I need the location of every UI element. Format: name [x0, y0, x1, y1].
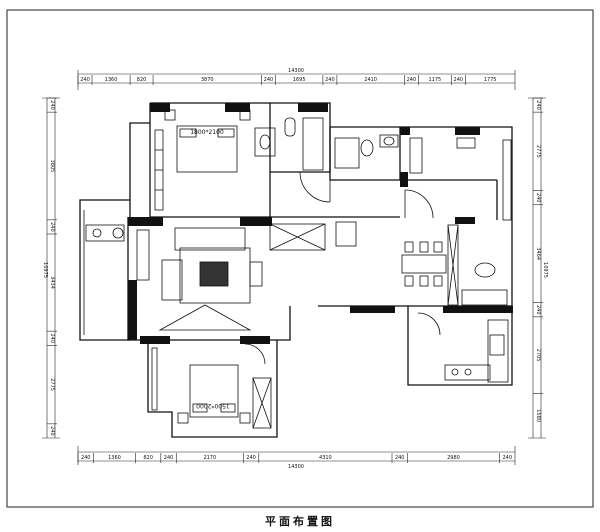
- top-segment-dim: 240: [325, 77, 335, 83]
- bottom-segment-dim: 1360: [108, 455, 121, 461]
- left-segment-dim: 3434: [49, 276, 55, 289]
- top-segment-dim: 240: [264, 77, 274, 83]
- wall-blocks: [128, 103, 513, 344]
- bottom-segment-dim: 240: [503, 455, 513, 461]
- top-total-dim: 14300: [288, 68, 304, 74]
- bottom-segment-dim: 2980: [447, 455, 460, 461]
- top-segment-dim: 240: [407, 77, 417, 83]
- bottom-segment-dim: 240: [246, 455, 256, 461]
- bed-top-label: 1800*2100: [190, 129, 224, 136]
- top-segment-dim: 2410: [364, 77, 377, 83]
- bottom-segment-dim: 240: [81, 455, 91, 461]
- kitchen: [417, 312, 509, 383]
- living-room: [136, 221, 357, 331]
- bottom-segment-dim: 4310: [319, 455, 332, 461]
- study-room: [404, 137, 512, 221]
- left-segment-dim: 240: [49, 426, 55, 436]
- top-segment-dim: 1775: [484, 77, 497, 83]
- top-segment-dim: 240: [80, 77, 90, 83]
- right-segment-dim: 2705: [535, 349, 541, 362]
- right-segment-dim: 3464: [535, 247, 541, 260]
- bottom-total-dim: 14300: [288, 464, 304, 470]
- bottom-segment-dim: 240: [395, 455, 405, 461]
- plan-title: 平面布置图: [265, 515, 335, 528]
- bottom-segment-dim: 820: [143, 455, 153, 461]
- bathrooms: [254, 117, 423, 203]
- left-segment-dim: 2775: [49, 378, 55, 391]
- top-segment-dim: 1175: [428, 77, 441, 83]
- dining-area: [401, 224, 508, 306]
- left-segment-dim: 3805: [49, 160, 55, 173]
- second-bedroom: [151, 343, 272, 429]
- right-total-dim: 10975: [542, 262, 548, 278]
- right-segment-dim: 1580: [535, 409, 541, 422]
- right-segment-dim: 240: [535, 305, 541, 315]
- bed-bottom-label: 1500*2000: [196, 402, 230, 409]
- top-segment-dim: 3870: [201, 77, 214, 83]
- left-segment-dim: 240: [49, 333, 55, 343]
- right-segment-dim: 2775: [535, 145, 541, 158]
- left-segment-dim: 240: [49, 222, 55, 232]
- bottom-segment-dim: 240: [164, 455, 174, 461]
- top-segment-dim: 820: [137, 77, 147, 83]
- top-segment-dim: 1695: [293, 77, 306, 83]
- right-segment-dim: 240: [535, 193, 541, 203]
- bottom-segment-dim: 2170: [203, 455, 216, 461]
- right-segment-dim: 240: [535, 100, 541, 110]
- balcony: [83, 210, 125, 335]
- frame: [6, 9, 594, 508]
- top-segment-dim: 240: [454, 77, 464, 83]
- left-segment-dim: 240: [49, 100, 55, 110]
- master-bedroom: [154, 109, 251, 211]
- top-segment-dim: 1360: [105, 77, 118, 83]
- left-total-dim: 10975: [42, 262, 48, 278]
